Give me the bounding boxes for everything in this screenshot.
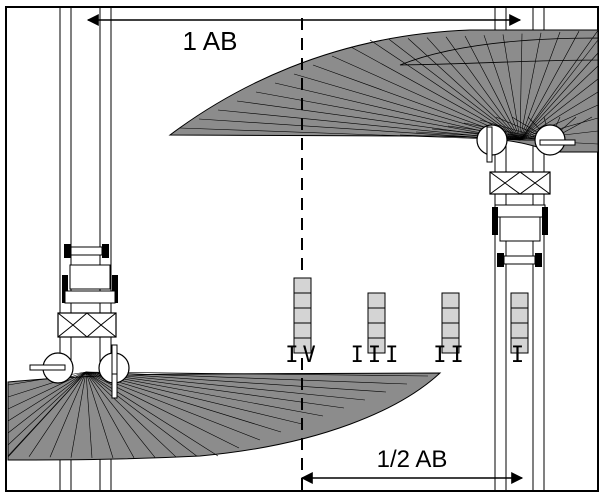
hopper-icon — [489, 171, 551, 195]
tray-cell — [367, 292, 386, 309]
tray-cell — [441, 307, 460, 324]
full-width-label: 1 AB — [183, 26, 238, 56]
tray-cell — [293, 277, 312, 294]
tractor-wheel-icon — [112, 275, 118, 303]
tray-1: IV — [285, 277, 320, 368]
tray-label: IV — [285, 343, 320, 368]
vane-icon — [29, 364, 66, 371]
tractor-cab-icon — [499, 216, 541, 242]
tray-cell — [441, 337, 460, 354]
hopper-icon — [57, 312, 117, 338]
tray-2: III — [351, 292, 403, 368]
tray-label: III — [351, 343, 403, 368]
tray-cell — [293, 322, 312, 339]
tractor-wheel-icon — [62, 275, 68, 303]
tractor-cab-icon — [69, 264, 111, 290]
tray-cell — [510, 307, 529, 324]
tray-cell — [367, 322, 386, 339]
vane-icon — [486, 126, 493, 163]
tractor-wheel-icon — [64, 244, 71, 258]
tray-cell — [293, 337, 312, 354]
tray-cell — [510, 292, 529, 309]
spreader-tractor-right — [476, 124, 576, 267]
vane-icon — [539, 139, 576, 146]
tray-cell — [510, 322, 529, 339]
half-width-label: 1/2 AB — [377, 446, 448, 473]
tractor-wheel-icon — [492, 207, 498, 235]
tractor-wheel-icon — [535, 253, 542, 267]
tray-cell — [510, 337, 529, 354]
tractor-grille-icon — [494, 204, 546, 218]
tray-cell — [367, 307, 386, 324]
tray-cell — [293, 292, 312, 309]
tray-cell — [441, 292, 460, 309]
tray-cell — [441, 322, 460, 339]
tractor-wheel-icon — [542, 207, 548, 235]
tray-label: I — [511, 343, 528, 368]
tray-cell — [293, 307, 312, 324]
tray-3: II — [433, 292, 468, 368]
tray-label: II — [433, 343, 468, 368]
tray-4: I — [510, 292, 529, 368]
tractor-wheel-icon — [497, 253, 504, 267]
tractor-grille-icon — [64, 290, 116, 304]
tractor-wheel-icon — [102, 244, 109, 258]
spreader-tractor-left — [29, 244, 130, 399]
tray-cell — [367, 337, 386, 354]
